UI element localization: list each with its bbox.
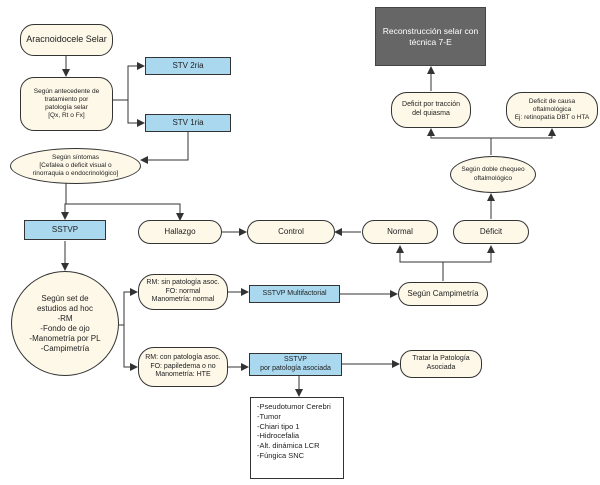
edge-antecedente-stv1	[113, 99, 145, 127]
edge-sintomas-hallazgo	[66, 203, 184, 221]
edge-campimetria-deficit	[443, 245, 495, 263]
edge-estudios-rmsin	[119, 288, 138, 326]
node-causas-lista: -Pseudotumor Cerebri -Tumor -Chiari tipo…	[250, 397, 344, 479]
node-sintomas: Según síntomas [Cefalea o deficit visual…	[10, 148, 141, 184]
node-hallazgo: Hallazgo	[138, 220, 222, 244]
node-rm-con-patologia: RM: con patología asoc. FO: papiledema o…	[138, 347, 228, 387]
node-tratar: Tratar la Patología Asociada	[400, 350, 482, 378]
node-aracnoidocele: Aracnoidocele Selar	[20, 24, 113, 56]
node-stv-2ria: STV 2ria	[145, 57, 231, 75]
edge-dobleq-traccion	[427, 128, 492, 155]
node-sstvp-multifactorial: SSTVP Multifactorial	[249, 285, 340, 303]
node-reconstruccion: Reconstrucción selar con técnica 7-E	[375, 7, 486, 66]
node-normal: Normal	[362, 220, 438, 244]
node-campimetria: Según Campimetría	[398, 282, 488, 306]
node-antecedente: Según antecedente de tratamiento por pat…	[20, 77, 113, 131]
edge-campimetria-normal	[396, 245, 444, 281]
node-sstvp: SSTVP	[24, 220, 106, 240]
node-rm-sin-patologia: RM: sin patología asoc. FO: normal Manom…	[138, 274, 228, 310]
edge-stv1-sintomas	[140, 132, 189, 164]
node-doble-chequeo: Según doble chequeo oftalmológico	[450, 156, 536, 193]
node-stv-1ria: STV 1ria	[145, 114, 231, 132]
edge-antecedente-stv2	[113, 62, 145, 101]
node-estudios: Según set de estudios ad hoc -RM -Fondo …	[11, 271, 119, 376]
edge-estudios-rmcon	[119, 324, 138, 371]
edge-sintomas-sstvp	[61, 182, 69, 220]
node-deficit-traccion: Deficit por tracción del quiasma	[391, 92, 471, 128]
node-control: Control	[247, 220, 335, 244]
edge-dobleq-causa	[491, 128, 556, 139]
node-deficit-causa: Deficit de causa oftalmológica Ej: retin…	[506, 92, 598, 128]
node-deficit: Déficit	[453, 220, 529, 244]
node-sstvp-asociada: SSTVP por patología asociada	[249, 353, 342, 376]
